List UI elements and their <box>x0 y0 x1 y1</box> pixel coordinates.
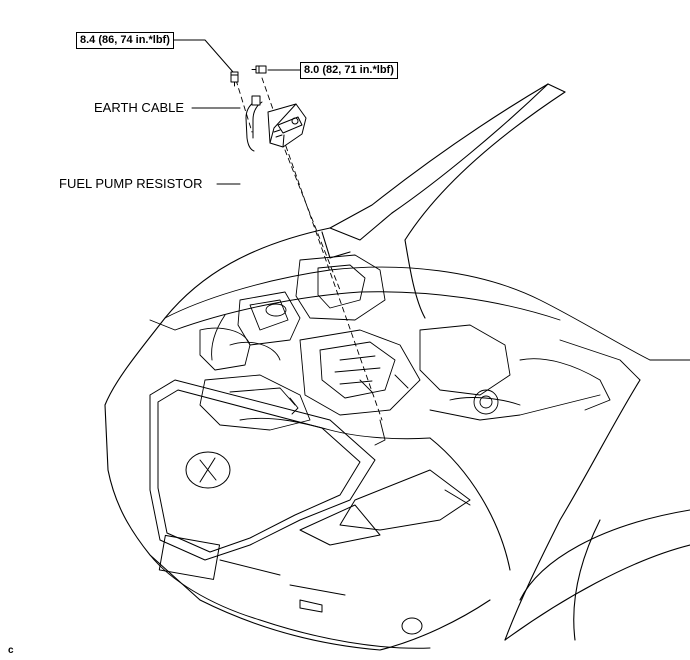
fuel-pump-resistor-label: FUEL PUMP RESISTOR <box>59 176 203 191</box>
bolt-1 <box>230 71 239 87</box>
fuel-pump-resistor-part <box>267 103 307 148</box>
earth-cable <box>245 95 263 152</box>
bumper <box>149 534 431 649</box>
headlight <box>299 469 471 546</box>
hood <box>164 83 566 319</box>
install-lines <box>235 77 383 421</box>
engine-bay <box>149 254 651 446</box>
fog-lamp <box>401 617 423 635</box>
install-line-1 <box>235 79 253 133</box>
figure-code: c <box>8 645 14 656</box>
torque-spec-1: 8.4 (86, 74 in.*lbf) <box>76 32 174 49</box>
earth-cable-label: EARTH CABLE <box>94 100 185 115</box>
leader-torque-1 <box>173 39 234 73</box>
license-plate <box>158 534 221 580</box>
grille <box>149 379 376 561</box>
torque-spec-2: 8.0 (82, 71 in.*lbf) <box>300 62 398 79</box>
install-line-2 <box>261 77 383 421</box>
leader-lines <box>173 39 301 185</box>
bolt-2 <box>251 65 267 74</box>
vehicle-body <box>104 317 690 651</box>
install-line-3 <box>284 149 341 291</box>
